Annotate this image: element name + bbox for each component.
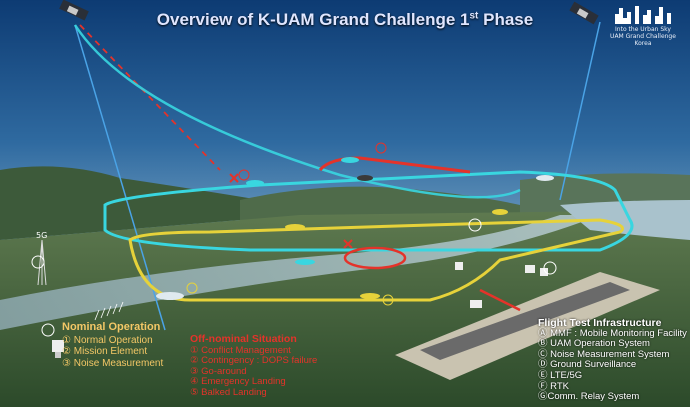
satellite-link-right — [559, 21, 601, 201]
tower-label: 5G — [36, 231, 48, 240]
off-nominal-item: ⑤ Balked Landing — [190, 386, 267, 398]
infrastructure-item: Ⓑ UAM Operation System — [538, 338, 650, 350]
title-text-end: Phase — [478, 10, 534, 29]
ground-station-icon — [455, 262, 548, 308]
mountain-left — [0, 166, 300, 240]
aircraft-icon — [156, 157, 554, 300]
nominal-item: ③ Noise Measurement — [62, 357, 164, 369]
title-superscript: st — [469, 10, 479, 22]
infrastructure-item: Ⓒ Noise Measurement System — [538, 348, 670, 360]
nominal-operation-legend: Nominal Operation ① Normal Operation ② M… — [62, 321, 164, 369]
nominal-item: ② Mission Element — [62, 346, 148, 357]
satellite-icon — [59, 0, 89, 21]
infrastructure-item: Ⓓ Ground Surveillance — [538, 359, 637, 371]
farmland — [0, 210, 690, 407]
off-nominal-heading: Off-nominal Situation — [190, 333, 297, 345]
infrastructure-item: Ⓐ MMF : Mobile Monitoring Facility — [538, 327, 687, 339]
off-nominal-legend: Off-nominal Situation ① Conflict Managem… — [190, 334, 317, 398]
off-nominal-item: ① Conflict Management — [190, 344, 291, 356]
runway — [420, 282, 630, 360]
river — [0, 215, 600, 330]
red-go-around-path — [318, 156, 471, 174]
marker-badge — [31, 142, 557, 337]
infrastructure-heading: Flight Test Infrastructure — [538, 317, 662, 329]
logo: Into the Urban Sky UAM Grand Challenge K… — [602, 4, 684, 47]
skyline-logo-icon — [615, 6, 671, 24]
cross-marker — [229, 173, 353, 249]
signal-waves-icon — [94, 301, 124, 321]
logo-line-2: UAM Grand Challenge Korea — [610, 33, 676, 47]
satellite-failure-link — [79, 24, 221, 171]
satellite-icon — [569, 1, 599, 25]
title-text: Overview of K-UAM Grand Challenge 1 — [156, 10, 470, 29]
approach-path — [73, 24, 521, 199]
nominal-heading: Nominal Operation — [62, 321, 161, 333]
off-nominal-item: ④ Emergency Landing — [190, 376, 286, 387]
logo-line-1: Into the Urban Sky — [615, 26, 671, 33]
ground-surveillance-radar-icon — [52, 340, 64, 358]
off-nominal-item: ② Contingency : DOPS failure — [190, 355, 318, 366]
infrastructure-item: Ⓕ RTK — [538, 380, 569, 392]
infrastructure-legend: Flight Test Infrastructure Ⓐ MMF : Mobil… — [538, 318, 687, 403]
red-emergency-path — [479, 288, 521, 312]
cyan-flight-path — [103, 170, 634, 252]
nominal-item: ① Normal Operation — [62, 334, 153, 346]
infrastructure-item: Ⓔ LTE/5G — [538, 369, 583, 381]
page-title: Overview of K-UAM Grand Challenge 1st Ph… — [0, 10, 690, 30]
off-nominal-item: ③ Go-around — [190, 365, 247, 377]
lake — [560, 200, 690, 240]
infrastructure-item: ⒼComm. Relay System — [538, 391, 640, 403]
red-holding-loop — [343, 246, 407, 270]
satellite-link-left — [74, 24, 166, 331]
